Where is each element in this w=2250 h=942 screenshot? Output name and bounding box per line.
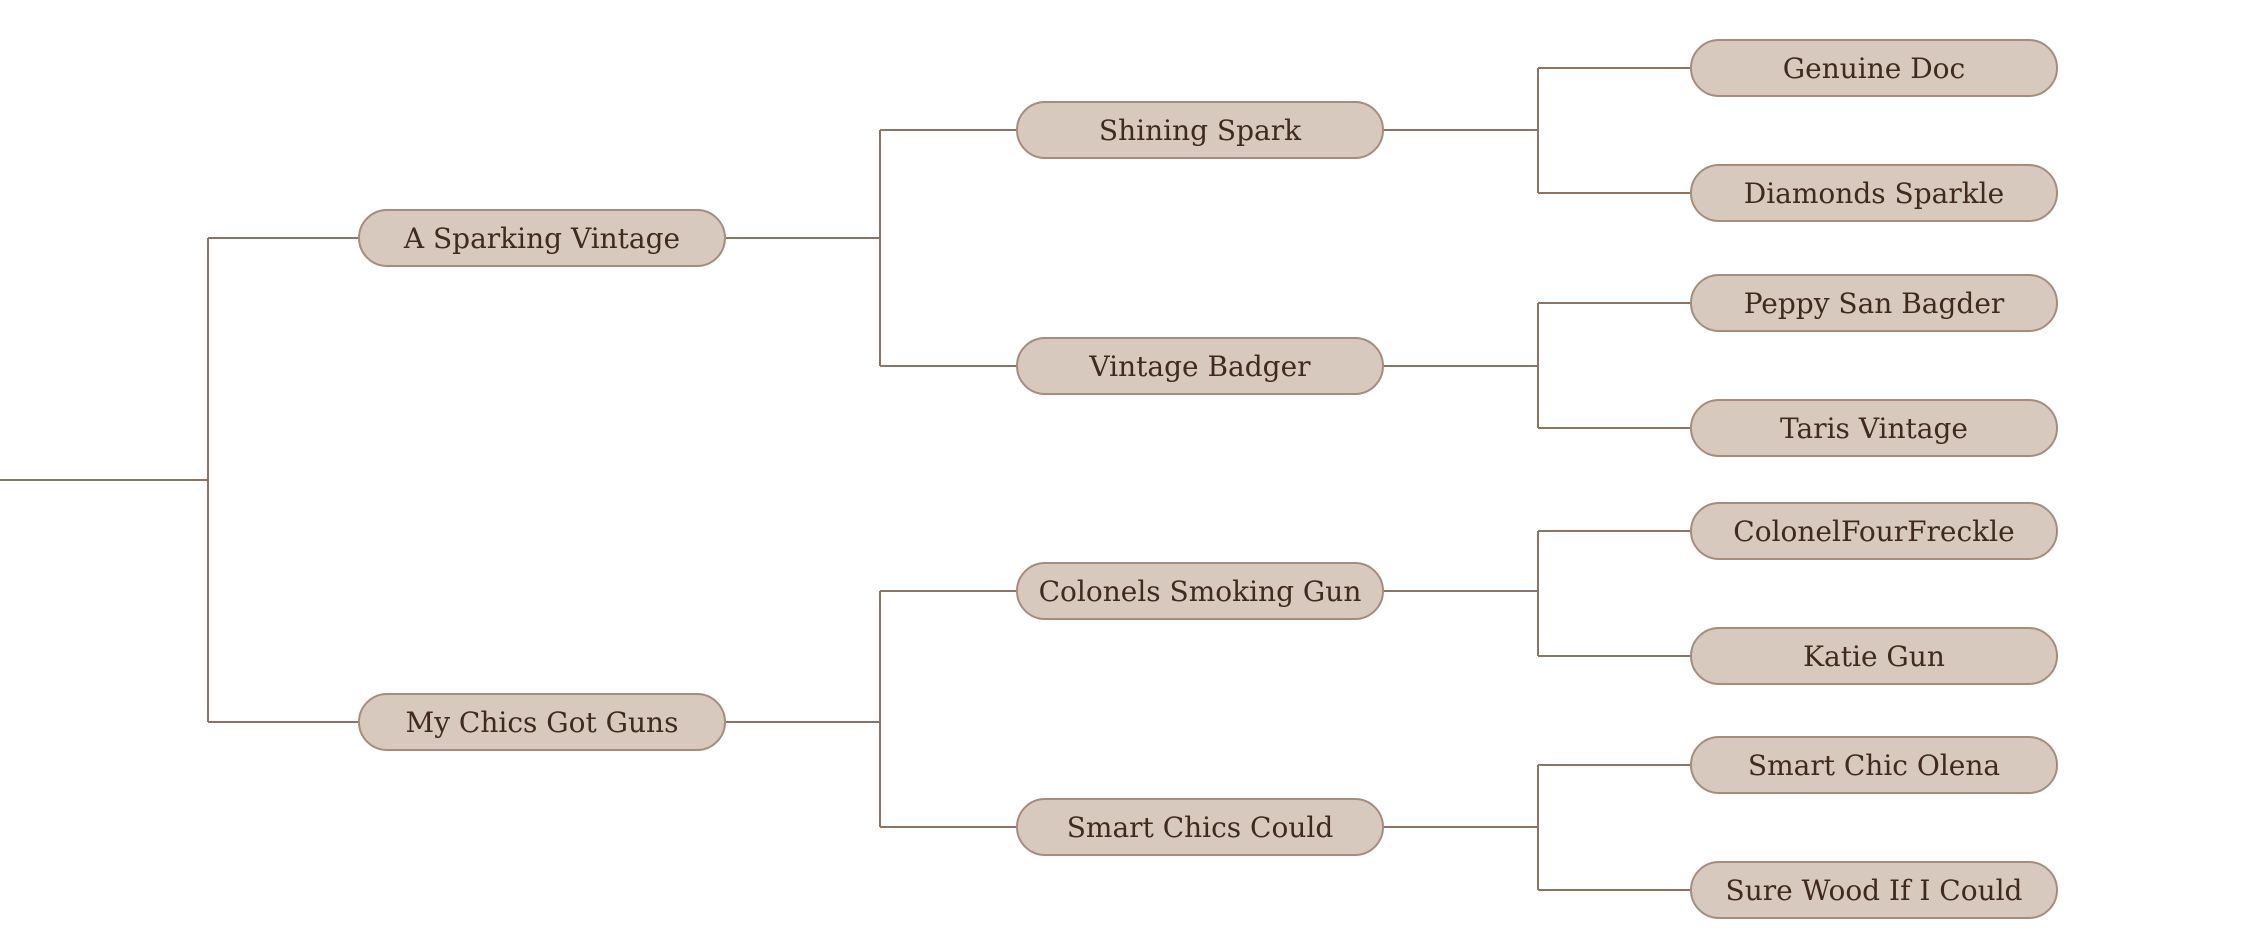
sire-dam-node[interactable]: Vintage Badger — [1016, 337, 1384, 395]
sire-dam-dam-node[interactable]: Taris Vintage — [1690, 399, 2058, 457]
dam-dam-dam-name: Sure Wood If I Could — [1725, 873, 2023, 907]
dam-sire-sire-node[interactable]: ColonelFourFreckle — [1690, 502, 2058, 560]
dam-dam-node[interactable]: Smart Chics Could — [1016, 798, 1384, 856]
sire-sire-name: Shining Spark — [1098, 113, 1302, 147]
dam-node[interactable]: My Chics Got Guns — [358, 693, 726, 751]
sire-name: A Sparking Vintage — [403, 221, 681, 255]
dam-dam-name: Smart Chics Could — [1066, 810, 1334, 844]
sire-dam-sire-node[interactable]: Peppy San Bagder — [1690, 274, 2058, 332]
sire-sire-sire-name: Genuine Doc — [1782, 51, 1966, 85]
sire-sire-dam-name: Diamonds Sparkle — [1743, 176, 2005, 210]
sire-dam-name: Vintage Badger — [1089, 349, 1311, 383]
dam-sire-dam-name: Katie Gun — [1803, 639, 1945, 673]
sire-sire-node[interactable]: Shining Spark — [1016, 101, 1384, 159]
sire-node[interactable]: A Sparking Vintage — [358, 209, 726, 267]
sire-sire-sire-node[interactable]: Genuine Doc — [1690, 39, 2058, 97]
dam-sire-node[interactable]: Colonels Smoking Gun — [1016, 562, 1384, 620]
dam-dam-dam-node[interactable]: Sure Wood If I Could — [1690, 861, 2058, 919]
sire-sire-dam-node[interactable]: Diamonds Sparkle — [1690, 164, 2058, 222]
sire-dam-dam-name: Taris Vintage — [1780, 411, 1968, 445]
dam-dam-sire-name: Smart Chic Olena — [1747, 748, 2001, 782]
dam-sire-dam-node[interactable]: Katie Gun — [1690, 627, 2058, 685]
dam-sire-name: Colonels Smoking Gun — [1038, 574, 1362, 608]
dam-sire-sire-name: ColonelFourFreckle — [1733, 514, 2015, 548]
sire-dam-sire-name: Peppy San Bagder — [1743, 286, 2005, 320]
dam-name: My Chics Got Guns — [405, 705, 679, 739]
dam-dam-sire-node[interactable]: Smart Chic Olena — [1690, 736, 2058, 794]
